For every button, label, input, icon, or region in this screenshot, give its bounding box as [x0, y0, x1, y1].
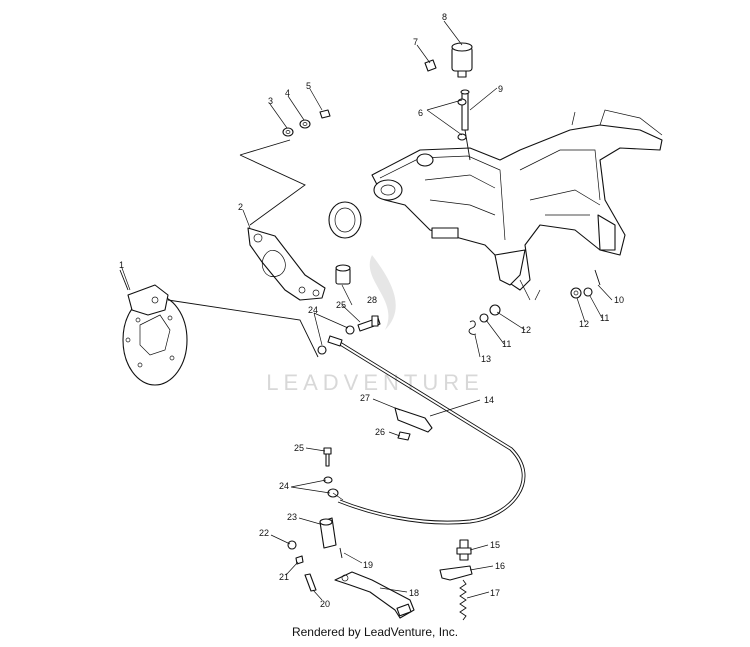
callout-15: 15 — [490, 540, 500, 550]
brake-caliper — [127, 284, 169, 316]
watermark-text: LEADVENTURE — [266, 370, 484, 395]
bearing — [328, 201, 362, 239]
callout-22: 22 — [259, 528, 269, 538]
callout-4: 4 — [285, 88, 290, 98]
spacer-28 — [335, 264, 351, 285]
pin-12-right — [570, 287, 582, 299]
washer-24-lower — [323, 476, 344, 501]
callout-11-left: 11 — [502, 339, 511, 349]
spring-17 — [459, 579, 467, 621]
callout-16: 16 — [495, 561, 505, 571]
clevis-23 — [319, 517, 337, 549]
callout-25-upper: 25 — [336, 300, 346, 310]
pin-20 — [304, 573, 317, 592]
callout-11-right: 11 — [600, 313, 609, 323]
pin-12-left — [489, 304, 501, 316]
washer-4 — [299, 119, 311, 129]
bolt-25-lower — [323, 447, 332, 467]
caliper-bracket-2 — [247, 227, 326, 301]
leader-2-3 — [239, 139, 306, 226]
callout-24-lower: 24 — [279, 481, 289, 491]
nut-3 — [282, 127, 294, 137]
callout-18: 18 — [409, 588, 419, 598]
cotter-pin-10 — [594, 269, 601, 286]
callout-10: 10 — [614, 295, 624, 305]
callout-19: 19 — [363, 560, 373, 570]
brake-cable-14 — [327, 335, 526, 525]
callout-7: 7 — [413, 37, 418, 47]
callout-25-lower: 25 — [294, 443, 304, 453]
callout-5: 5 — [306, 81, 311, 91]
cable-bracket-27 — [394, 407, 433, 433]
callout-6: 6 — [418, 108, 423, 118]
callout-1: 1 — [119, 260, 124, 270]
pin-19 — [339, 547, 343, 559]
spring-13 — [468, 320, 477, 335]
callout-23: 23 — [287, 512, 297, 522]
callout-26: 26 — [375, 427, 385, 437]
washer-11-right — [583, 287, 593, 297]
leader-1 — [119, 269, 319, 358]
callout-27: 27 — [360, 393, 370, 403]
callout-labels: 8 7 9 6 5 4 3 2 1 10 11 12 28 25 24 12 1… — [119, 12, 624, 609]
callout-13: 13 — [481, 354, 491, 364]
swing-arm-frame — [371, 109, 663, 301]
callout-8: 8 — [442, 12, 447, 22]
switch-15 — [456, 539, 472, 561]
callout-3: 3 — [268, 96, 273, 106]
callout-2: 2 — [238, 202, 243, 212]
footer-credit: Rendered by LeadVenture, Inc. — [291, 625, 459, 639]
watermark: LEADVENTURE — [266, 255, 484, 395]
callout-12-right: 12 — [579, 319, 589, 329]
callout-14: 14 — [484, 395, 494, 405]
callout-20: 20 — [320, 599, 330, 609]
washer-24-upper — [317, 325, 355, 355]
nut-22 — [287, 540, 297, 550]
o-rings-6 — [457, 98, 467, 141]
screw-7 — [424, 59, 437, 72]
callout-24-upper: 24 — [308, 305, 318, 315]
callout-28: 28 — [367, 295, 377, 305]
screw-26 — [397, 431, 411, 441]
bracket-16 — [439, 565, 473, 581]
callout-9: 9 — [498, 84, 503, 94]
bolt-5 — [319, 109, 331, 119]
callout-17: 17 — [490, 588, 500, 598]
callout-12-left: 12 — [521, 325, 531, 335]
brake-pedal-18 — [334, 571, 415, 619]
reservoir-8 — [451, 42, 473, 78]
leader-lines — [121, 20, 613, 601]
bolt-25-upper — [357, 315, 381, 332]
callout-21: 21 — [279, 572, 289, 582]
